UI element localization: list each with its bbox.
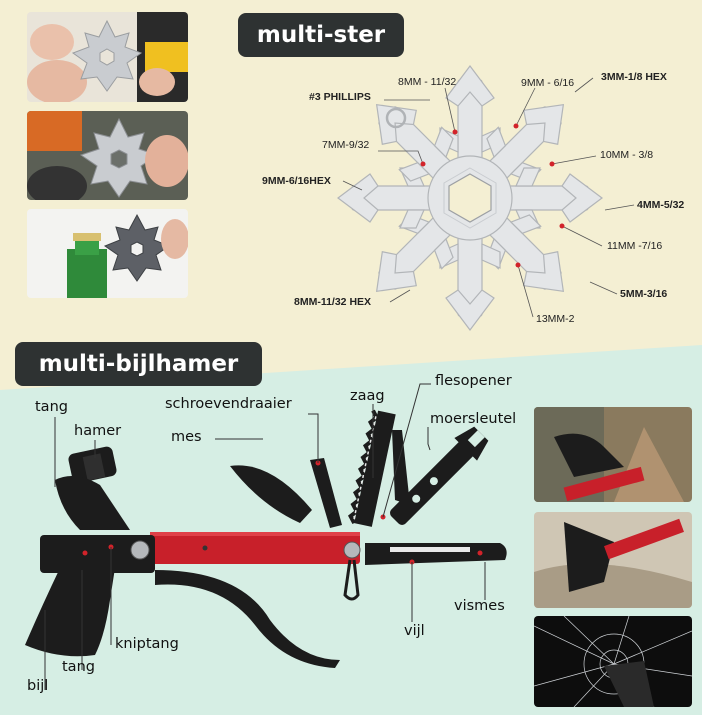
label-schroevendraaier: schroevendraaier <box>165 396 292 412</box>
label-7mm-932: 7MM-9/32 <box>322 139 370 151</box>
label-4mm-532: 4MM-5/32 <box>637 199 685 211</box>
label-10mm-38: 10MM - 3/8 <box>600 149 654 161</box>
multister-title: multi-ster <box>238 13 404 57</box>
label-tang-bottom: tang <box>62 659 95 675</box>
label-9mm-hex: 9MM-6/16HEX <box>262 175 331 187</box>
snowflake-tool-diagram <box>337 65 635 331</box>
label-3mm-hex: 3MM-1/8 HEX <box>601 71 667 83</box>
label-mes: mes <box>171 429 202 445</box>
label-9mm-616: 9MM - 6/16 <box>521 77 575 89</box>
multibijl-title: multi-bijlhamer <box>15 342 262 386</box>
photo-snowflake-bottle <box>27 209 188 298</box>
label-vijl: vijl <box>404 623 425 639</box>
label-hamer: hamer <box>74 423 122 439</box>
photo-snowflake-wrench <box>27 111 188 200</box>
label-zaag: zaag <box>350 388 385 404</box>
label-phillips: #3 PHILLIPS <box>309 91 371 103</box>
photo-tool-cutting <box>534 512 692 608</box>
label-bijl: bijl <box>27 678 49 694</box>
snowflake-tool <box>337 65 603 331</box>
label-flesopener: flesopener <box>435 373 512 389</box>
label-11mm-716: 11MM -7/16 <box>607 240 663 252</box>
photo-snowflake-hand <box>27 12 188 102</box>
label-5mm-316: 5MM-3/16 <box>620 288 668 300</box>
label-moersleutel: moersleutel <box>430 411 517 427</box>
label-8mm-1132: 8MM - 11/32 <box>398 76 457 88</box>
label-tang-top: tang <box>35 399 68 415</box>
label-8mm-hex: 8MM-11/32 HEX <box>294 296 372 308</box>
photo-glass-breaking <box>534 616 692 707</box>
label-kniptang: kniptang <box>115 636 179 652</box>
label-vismes: vismes <box>454 598 505 614</box>
photo-axe-chopping <box>534 407 692 502</box>
label-13mm-2: 13MM-2 <box>536 313 575 325</box>
